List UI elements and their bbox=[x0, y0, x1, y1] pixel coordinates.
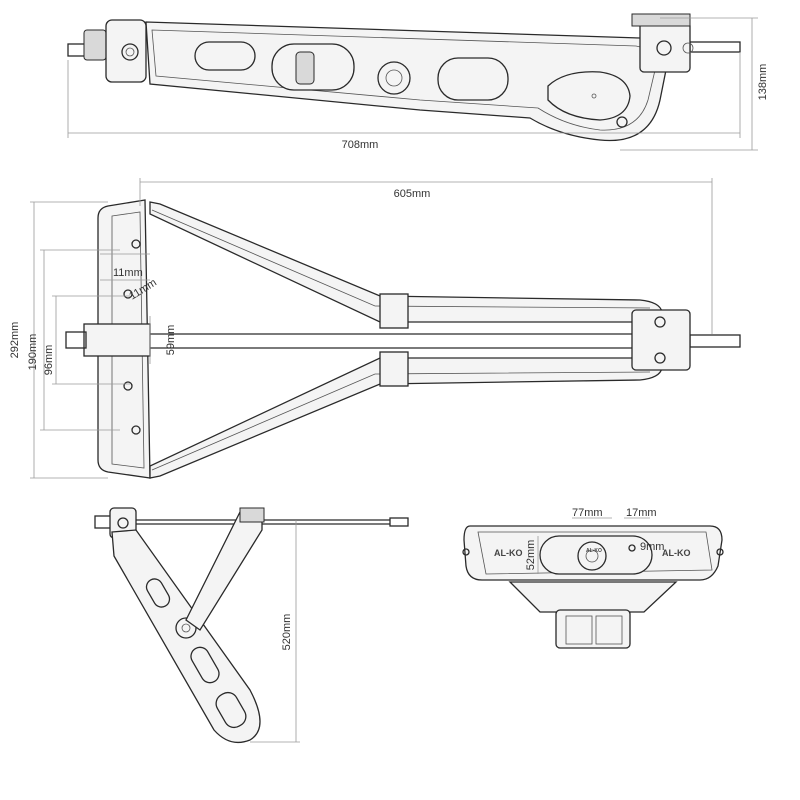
foot-logo-right: AL-KO bbox=[662, 548, 691, 558]
top-bracket-lower bbox=[379, 351, 409, 387]
dim-top-width: 292mm bbox=[9, 322, 21, 359]
folded-short-arm bbox=[185, 511, 263, 631]
dim-side-height: 138mm bbox=[757, 64, 769, 101]
top-view: 605mm 292mm 190mm 96mm 11mm 11mm 59mm bbox=[9, 178, 741, 479]
side-view: 708mm 138mm bbox=[67, 13, 769, 151]
side-cutout-1 bbox=[194, 41, 256, 71]
dim-foot-52: 52mm bbox=[525, 540, 537, 571]
foot-hub bbox=[577, 541, 607, 571]
top-end-block bbox=[631, 309, 691, 371]
dim-top-holes: 96mm bbox=[43, 345, 55, 376]
side-spindle-right bbox=[689, 41, 741, 53]
dim-side-length: 708mm bbox=[342, 139, 379, 151]
side-hinge-block bbox=[83, 29, 107, 61]
dim-top-length: 605mm bbox=[394, 188, 431, 200]
side-pivot bbox=[377, 61, 411, 95]
dim-folded-height: 520mm bbox=[281, 614, 293, 651]
dim-foot-17: 17mm bbox=[626, 507, 657, 519]
side-cutout-4 bbox=[547, 71, 631, 121]
dim-top-spindle: 59mm bbox=[165, 325, 177, 356]
top-spindle-end-right bbox=[689, 334, 741, 348]
side-end-block bbox=[639, 21, 691, 73]
foot-logo-center: AL-KO bbox=[586, 548, 602, 554]
dim-top-11a: 11mm bbox=[113, 267, 143, 279]
foot-logo-left: AL-KO bbox=[494, 548, 523, 558]
folded-view: 520mm bbox=[94, 507, 409, 744]
dim-top-inner: 190mm bbox=[27, 334, 39, 371]
foot-view: AL-KO AL-KO AL-KO 77mm 17mm 9mm 52mm bbox=[462, 507, 724, 649]
dim-foot-77: 77mm bbox=[572, 507, 603, 519]
dim-foot-9: 9mm bbox=[640, 541, 664, 553]
top-spindle-end-left bbox=[65, 331, 87, 349]
side-hinge-bolt bbox=[121, 43, 139, 61]
top-hub bbox=[83, 323, 151, 357]
foot-base-block bbox=[555, 609, 631, 649]
side-cutout-3 bbox=[437, 57, 509, 101]
top-bracket-upper bbox=[379, 293, 409, 329]
